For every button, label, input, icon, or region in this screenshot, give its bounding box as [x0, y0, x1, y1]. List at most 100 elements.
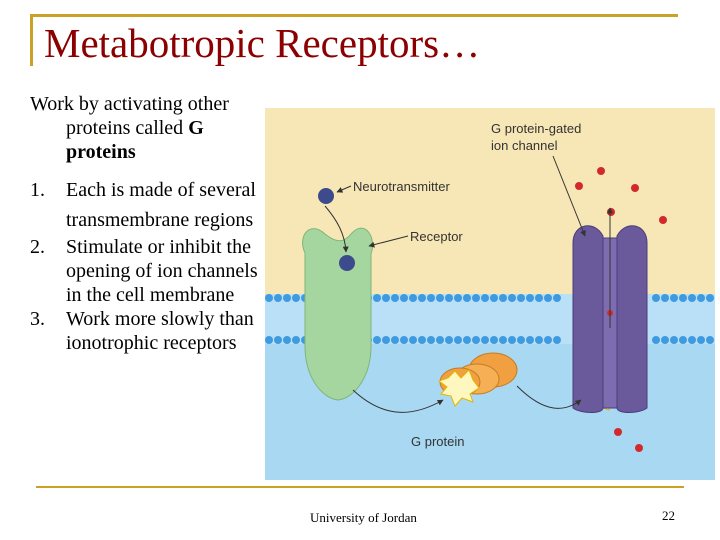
- slide-title: Metabotropic Receptors…: [44, 20, 481, 66]
- membrane-head: [274, 336, 282, 344]
- membrane-head: [418, 336, 426, 344]
- membrane-head: [481, 294, 489, 302]
- label-channel: G protein-gated: [491, 121, 581, 136]
- neurotransmitter-molecule: [318, 188, 334, 204]
- membrane-head: [508, 294, 516, 302]
- intro-continuation: proteins called G proteins: [30, 116, 270, 164]
- membrane-head: [490, 294, 498, 302]
- membrane-head: [526, 294, 534, 302]
- membrane-head: [382, 294, 390, 302]
- gating-arrow: [516, 385, 582, 409]
- membrane-head: [481, 336, 489, 344]
- membrane-head: [400, 294, 408, 302]
- membrane-head: [706, 336, 714, 344]
- intro-bold-term: G proteins: [66, 117, 204, 163]
- membrane-head: [535, 336, 543, 344]
- membrane-head: [688, 294, 696, 302]
- membrane-head: [418, 294, 426, 302]
- slide-body: Work by activating other proteins called…: [30, 92, 270, 355]
- intro-cont-text: proteins called: [66, 117, 189, 139]
- membrane-head: [445, 336, 453, 344]
- ion-channel: [572, 225, 648, 413]
- list-number: 3.: [30, 308, 45, 330]
- membrane-head: [661, 294, 669, 302]
- channel-pointer: [552, 155, 586, 237]
- activation-arrow: [352, 389, 444, 413]
- activation-burst: [437, 369, 480, 407]
- membrane-head: [679, 294, 687, 302]
- membrane-head: [391, 336, 399, 344]
- label-channel-2: ion channel: [491, 138, 558, 153]
- binding-arrow: [324, 205, 349, 253]
- membrane-head: [517, 294, 525, 302]
- receptor-diagram: G protein-gated ion channel Neurotransmi…: [265, 108, 715, 480]
- membrane-head: [274, 294, 282, 302]
- ions: [575, 167, 667, 452]
- membrane-head: [463, 294, 471, 302]
- title-frame-vertical: [30, 14, 33, 66]
- membrane-head: [526, 336, 534, 344]
- membrane-head: [553, 294, 561, 302]
- footer-line: [36, 486, 684, 488]
- membrane-head: [652, 336, 660, 344]
- membrane-head: [445, 294, 453, 302]
- membrane-head: [544, 336, 552, 344]
- list-text: Each is made of several transmembrane re…: [66, 179, 256, 231]
- label-receptor: Receptor: [410, 229, 463, 244]
- membrane-head: [670, 294, 678, 302]
- neurotransmitter-pointer: [336, 185, 352, 193]
- membrane-head: [472, 336, 480, 344]
- membrane-head: [508, 336, 516, 344]
- membrane-head: [292, 336, 300, 344]
- list-item: 3. Work more slowly than ionotrophic rec…: [30, 307, 270, 355]
- list-text: Work more slowly than ionotrophic recept…: [66, 308, 254, 354]
- list-item: 2. Stimulate or inhibit the opening of i…: [30, 235, 270, 307]
- membrane-head: [427, 336, 435, 344]
- membrane-head: [697, 336, 705, 344]
- label-neurotransmitter: Neurotransmitter: [353, 179, 450, 194]
- list-number: 1.: [30, 179, 45, 201]
- membrane-head: [382, 336, 390, 344]
- membrane-head: [535, 294, 543, 302]
- membrane-head: [517, 336, 525, 344]
- membrane-head: [697, 294, 705, 302]
- label-g-protein: G protein: [411, 434, 464, 449]
- membrane-head: [265, 294, 273, 302]
- list-number: 2.: [30, 236, 45, 258]
- membrane-head: [490, 336, 498, 344]
- membrane-head: [454, 336, 462, 344]
- membrane-head: [265, 336, 273, 344]
- membrane-head: [499, 336, 507, 344]
- list-item: 1. Each is made of several transmembrane…: [30, 175, 270, 235]
- membrane-head: [373, 294, 381, 302]
- membrane-head: [409, 336, 417, 344]
- membrane-head: [679, 336, 687, 344]
- receptor-pointer: [368, 235, 409, 248]
- membrane-head: [472, 294, 480, 302]
- membrane-head: [436, 294, 444, 302]
- membrane-head: [292, 294, 300, 302]
- membrane-head: [463, 336, 471, 344]
- membrane-head: [454, 294, 462, 302]
- membrane-head: [283, 336, 291, 344]
- membrane-head: [427, 294, 435, 302]
- receptor-protein: [302, 227, 373, 401]
- membrane-head: [652, 294, 660, 302]
- membrane-head: [391, 294, 399, 302]
- membrane-head: [670, 336, 678, 344]
- membrane-head: [400, 336, 408, 344]
- page-number: 22: [662, 508, 675, 523]
- numbered-list: 1. Each is made of several transmembrane…: [30, 175, 270, 355]
- list-text: Stimulate or inhibit the opening of ion …: [66, 236, 258, 306]
- membrane-head: [706, 294, 714, 302]
- membrane-head: [373, 336, 381, 344]
- metabotropic-receptor-figure: G protein-gated ion channel Neurotransmi…: [265, 108, 715, 480]
- membrane-head: [688, 336, 696, 344]
- membrane-head: [409, 294, 417, 302]
- title-frame-horizontal: [30, 14, 678, 17]
- intro-lead: Work by activating other: [30, 93, 229, 115]
- membrane-head: [553, 336, 561, 344]
- membrane-head: [283, 294, 291, 302]
- membrane-head: [544, 294, 552, 302]
- membrane-head: [661, 336, 669, 344]
